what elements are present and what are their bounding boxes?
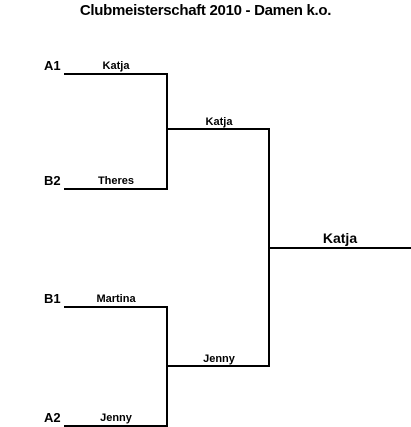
seed-label: B2 <box>44 173 61 188</box>
seed-label: A2 <box>44 410 61 425</box>
bracket-line <box>268 247 411 249</box>
bracket-line <box>64 73 168 75</box>
bracket-title: Clubmeisterschaft 2010 - Damen k.o. <box>79 2 332 19</box>
round1-player: Martina <box>96 293 136 305</box>
round1-player: Jenny <box>100 412 132 424</box>
bracket-line <box>166 73 168 190</box>
round1-player: Katja <box>102 60 130 72</box>
seed-label: B1 <box>44 291 61 306</box>
bracket-line <box>166 365 270 367</box>
round1-player: Theres <box>97 175 135 187</box>
seed-label: A1 <box>44 58 61 73</box>
champion-name: Katja <box>322 230 358 246</box>
bracket-line <box>64 188 168 190</box>
bracket-line <box>64 425 168 427</box>
semifinal-player: Jenny <box>203 353 235 365</box>
bracket-line <box>64 306 168 308</box>
bracket-line <box>166 128 270 130</box>
semifinal-player: Katja <box>205 116 233 128</box>
